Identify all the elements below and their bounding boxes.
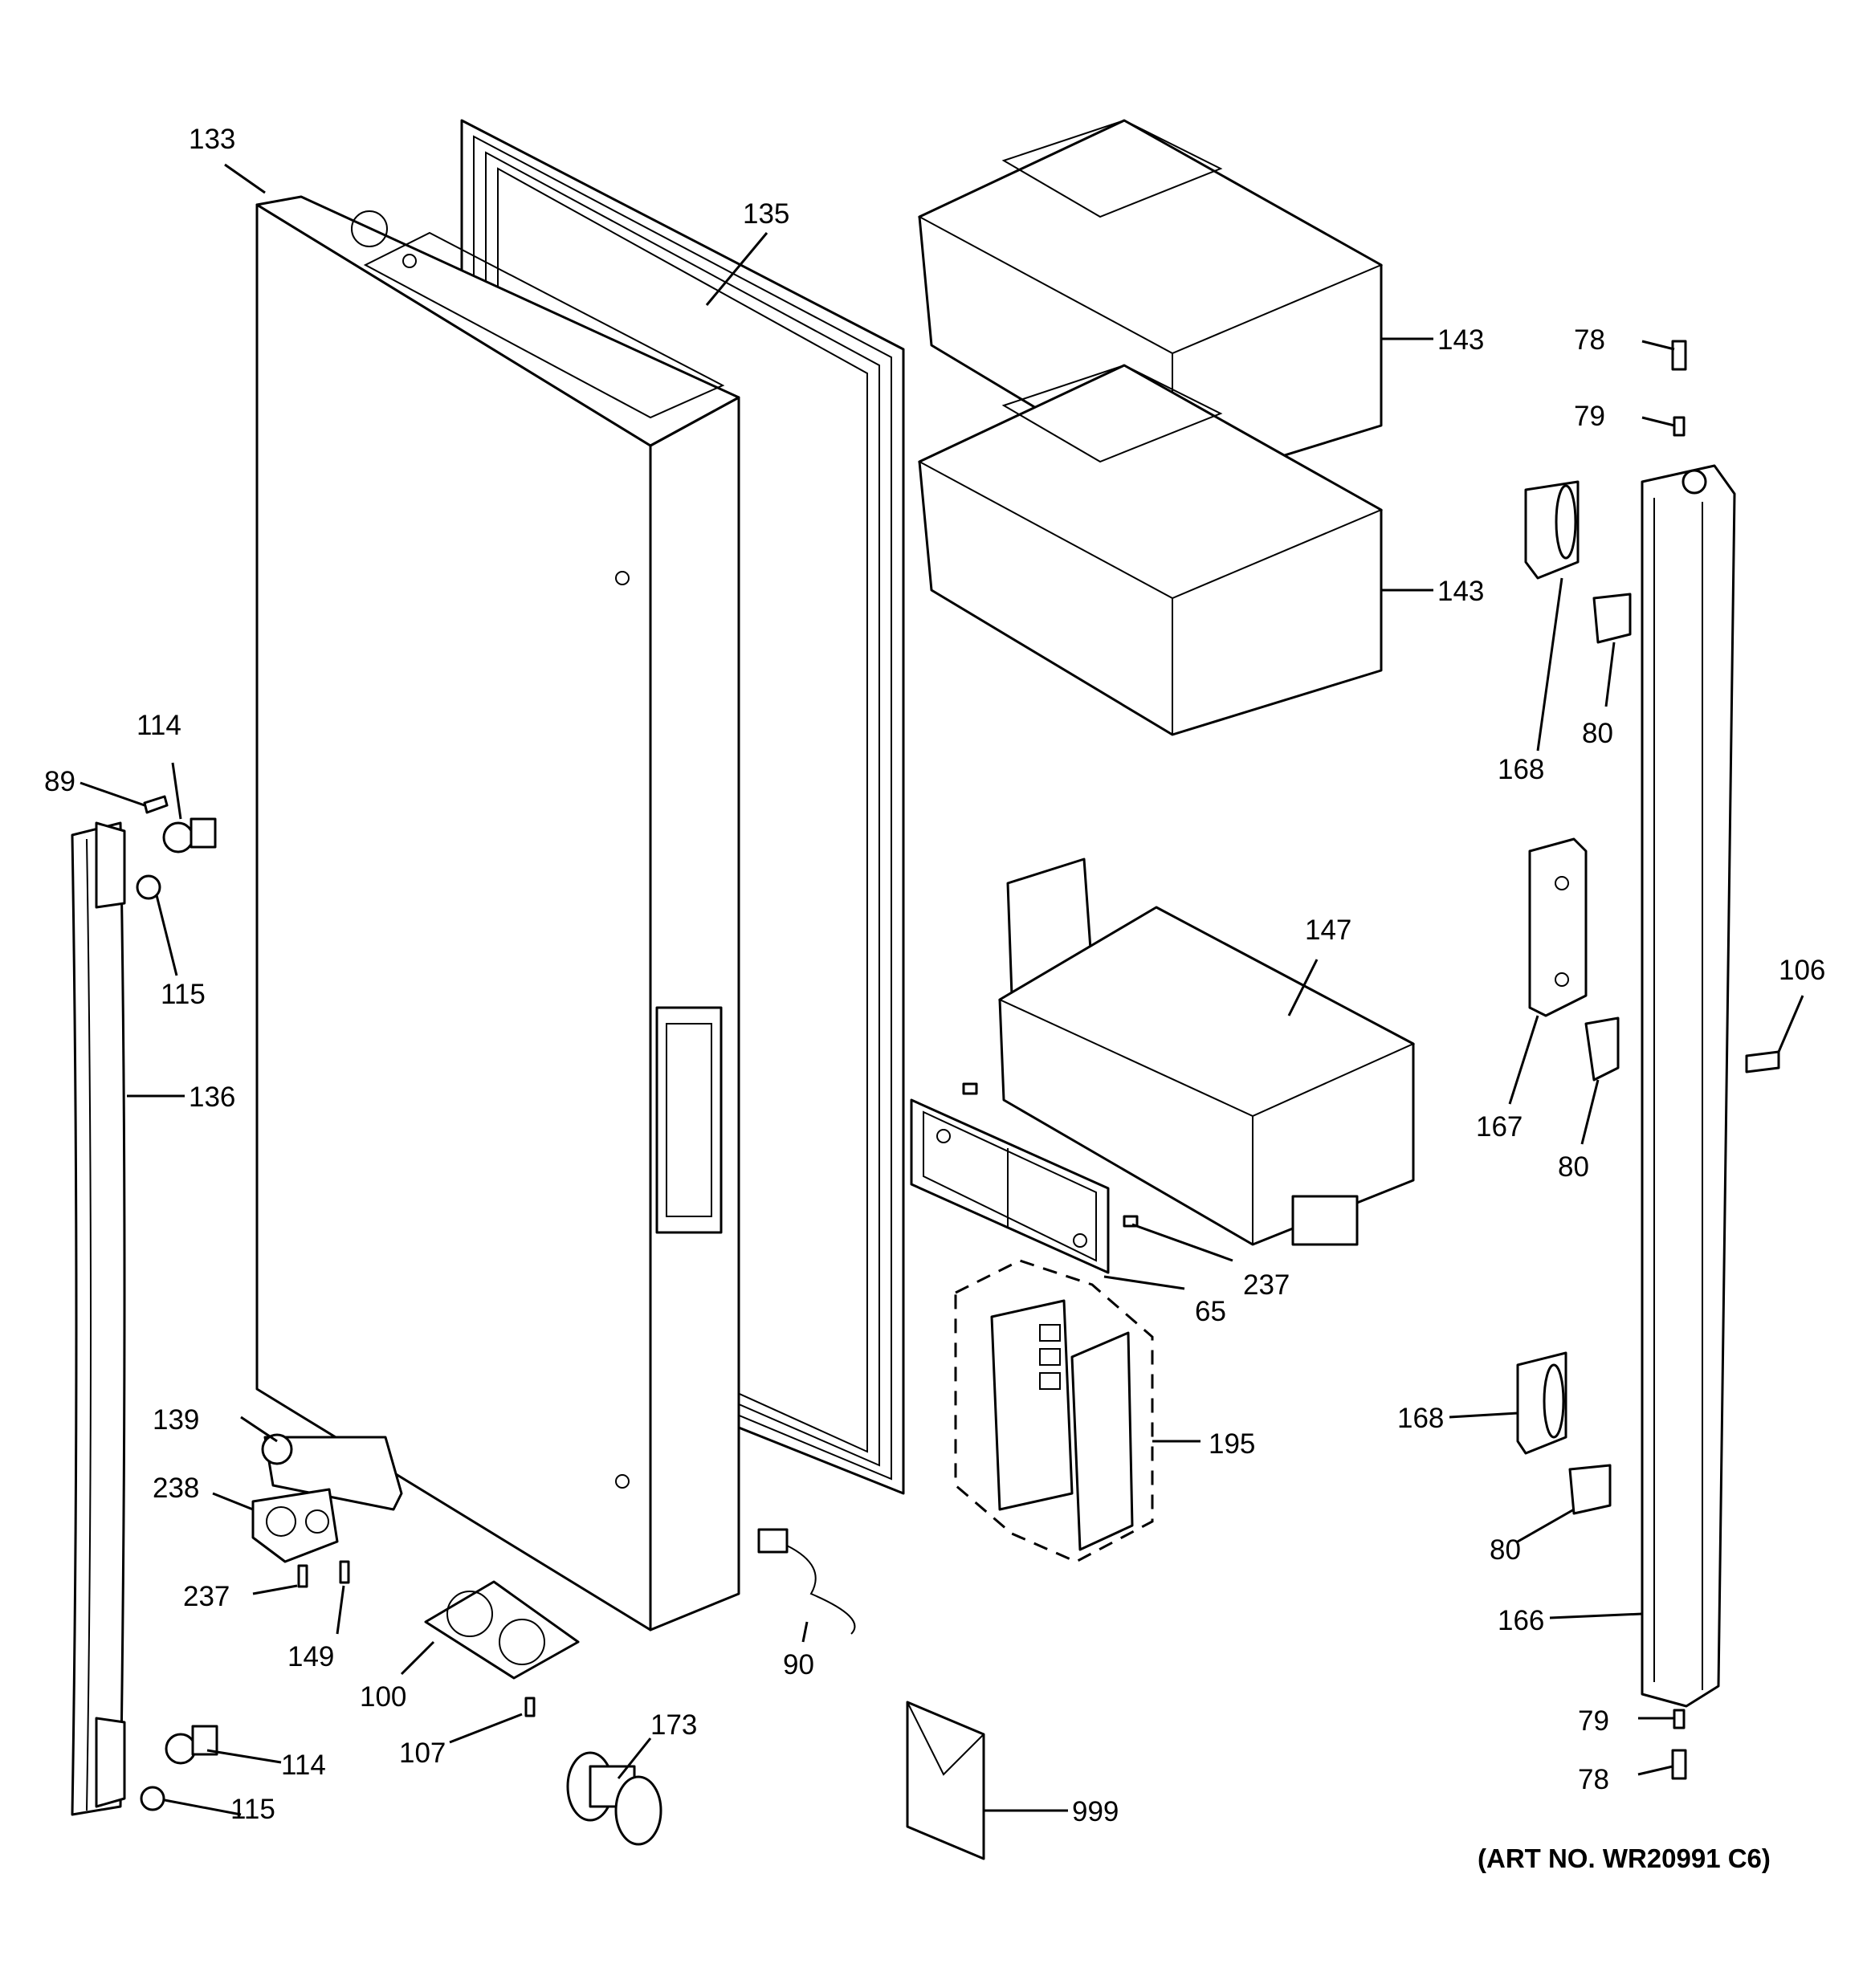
callout-237-left: 237	[183, 1581, 230, 1612]
callout-114-lower: 114	[281, 1750, 326, 1781]
literature-envelope	[906, 1701, 985, 1860]
callout-168-lower: 168	[1397, 1403, 1444, 1434]
water-fitting	[566, 1751, 662, 1846]
callout-139: 139	[153, 1404, 199, 1436]
callout-79-upper: 79	[1574, 401, 1605, 432]
bottom-hinge-plate	[424, 1580, 580, 1717]
control-board-assembly	[954, 1259, 1154, 1563]
door-bin-small	[997, 858, 1416, 1246]
callout-143-upper: 143	[1437, 324, 1484, 356]
trim-fasteners	[1671, 340, 1780, 1780]
wire-harness	[757, 1528, 856, 1635]
callout-143-lower: 143	[1437, 576, 1484, 607]
art-number: (ART NO. WR20991 C6)	[1478, 1843, 1771, 1873]
callout-115-lower: 115	[230, 1794, 275, 1825]
callout-80-middle: 80	[1558, 1151, 1589, 1183]
callout-195: 195	[1209, 1428, 1255, 1460]
callout-78-upper: 78	[1574, 324, 1605, 356]
callout-167: 167	[1476, 1111, 1523, 1143]
callout-90: 90	[783, 1649, 814, 1680]
callout-147: 147	[1305, 915, 1351, 946]
callout-133: 133	[189, 124, 235, 155]
callout-136: 136	[189, 1082, 235, 1113]
callout-999: 999	[1072, 1796, 1119, 1827]
callout-65: 65	[1195, 1296, 1226, 1327]
hinge-brackets	[1516, 480, 1632, 1515]
handle-fasteners	[136, 795, 218, 1811]
callout-107: 107	[399, 1737, 446, 1769]
callout-168-upper: 168	[1498, 754, 1544, 785]
door-handle	[71, 821, 126, 1816]
door-edge-trim	[1641, 464, 1736, 1708]
callout-80-upper: 80	[1582, 718, 1613, 749]
callout-labels: 133 135 143 143 78 79 168 80 114 89 115 …	[44, 124, 1825, 1827]
callout-115-upper: 115	[161, 979, 206, 1010]
callout-89: 89	[44, 766, 75, 797]
callout-114-upper: 114	[137, 710, 181, 741]
callout-238: 238	[153, 1473, 199, 1504]
callout-106: 106	[1779, 955, 1825, 986]
callout-166: 166	[1498, 1605, 1544, 1636]
door-bin-lower	[917, 364, 1384, 736]
callout-78-lower: 78	[1578, 1764, 1609, 1795]
hinge-assembly	[251, 1433, 403, 1588]
callout-149: 149	[287, 1641, 334, 1672]
callout-237-right: 237	[1243, 1269, 1290, 1301]
dispenser-cover	[910, 1082, 1139, 1274]
leader-lines	[79, 163, 1804, 1816]
callout-79-lower: 79	[1578, 1705, 1609, 1737]
door-panel	[255, 195, 740, 1632]
callout-80-lower: 80	[1490, 1534, 1521, 1566]
door-bin-upper	[917, 119, 1384, 491]
callout-100: 100	[360, 1681, 406, 1713]
callout-135: 135	[743, 198, 789, 230]
callout-173: 173	[650, 1709, 697, 1741]
